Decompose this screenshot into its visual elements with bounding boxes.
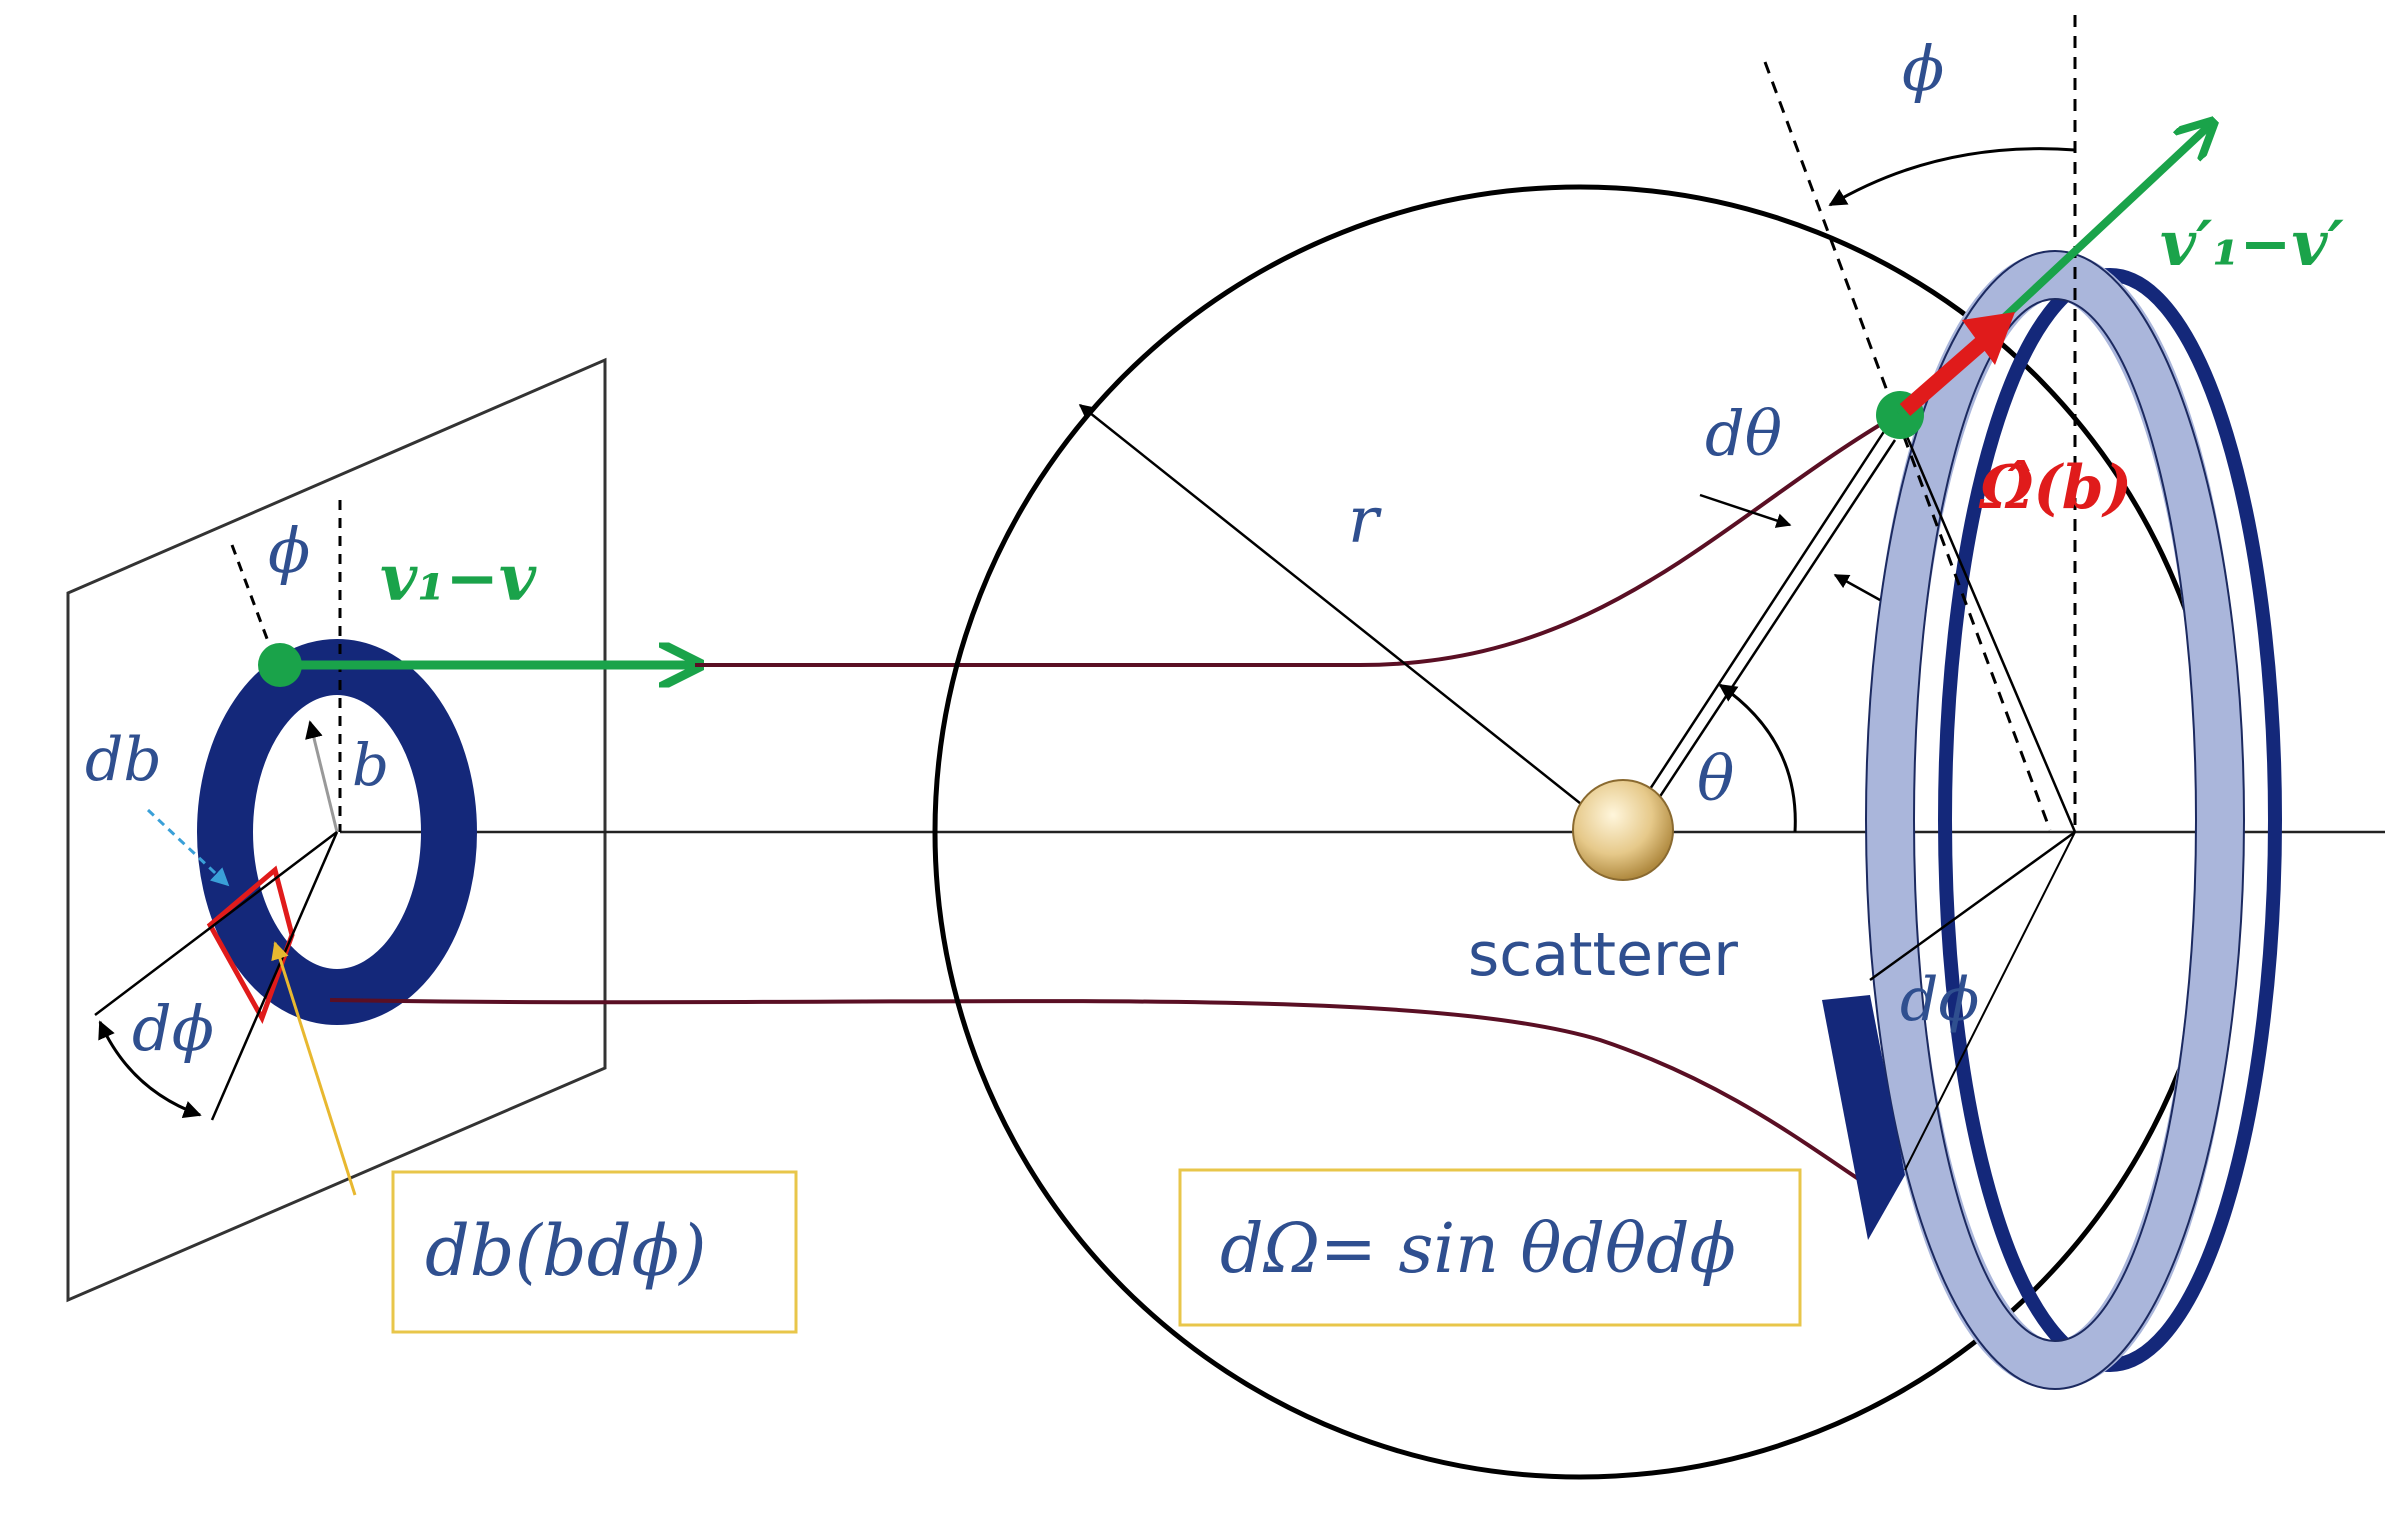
dphi-patch — [1822, 995, 1905, 1240]
ring-radius-2 — [1869, 830, 2076, 982]
dtheta-label: dθ — [1705, 397, 1782, 470]
solid-angle-box — [1178, 1168, 1802, 1327]
omega-hat-label: Ω̂(b) — [1978, 453, 2132, 523]
wedge-line-1 — [94, 831, 338, 1016]
trajectory-bottom — [329, 998, 1862, 1182]
dtheta-arrow-2 — [1833, 573, 1881, 602]
ring-radius-1 — [1898, 419, 2077, 833]
phi-arc-right — [1828, 147, 2076, 207]
area-pointer-arrow — [271, 941, 357, 1196]
theta-arc — [1718, 683, 1797, 833]
theta-label: θ — [1697, 742, 1734, 815]
trajectory-top — [695, 418, 1890, 667]
phi-left-label: ϕ — [268, 514, 310, 587]
scatterer-sphere — [1572, 779, 1674, 881]
scatterer-label: scatterer — [1468, 920, 1738, 990]
v-incoming-label: v₁−v — [380, 541, 537, 616]
db-arrow — [146, 808, 230, 887]
solid-angle-label: dΩ= sin θdθdϕ — [1220, 1210, 1736, 1289]
omega-unit-arrow — [1899, 333, 1991, 417]
dphi-left-label: dϕ — [132, 992, 214, 1065]
area-element-label: db(bdϕ) — [425, 1210, 707, 1292]
solid-angle-ring-edge — [1865, 250, 2245, 1390]
b-label: b — [352, 731, 389, 799]
theta-line-2 — [1628, 439, 1897, 843]
b-radius-arrow — [305, 720, 339, 833]
phi-right-label: ϕ — [1902, 32, 1944, 105]
dphi-arc-left — [98, 1020, 202, 1119]
db-label: db — [85, 725, 162, 795]
area-element-box — [391, 1170, 798, 1334]
ring-radius-3 — [1904, 831, 2076, 1171]
omega-arrowhead — [1962, 312, 2015, 365]
theta-line-1 — [1618, 429, 1887, 836]
solid-angle-ring-inner-edge — [1913, 298, 2197, 1342]
tilted-dashed-left — [230, 544, 277, 661]
incident-plane — [66, 357, 607, 1303]
v-outgoing-label: v′₁−v′ — [2160, 207, 2344, 280]
r-label: r — [1348, 484, 1382, 558]
tilted-dashed-right — [1763, 61, 2052, 831]
wedge-line-2 — [210, 831, 339, 1121]
dphi-right-label: dϕ — [1900, 965, 1979, 1035]
dtheta-arrow-1 — [1699, 493, 1792, 528]
radius-r-arrow — [1078, 404, 1621, 836]
